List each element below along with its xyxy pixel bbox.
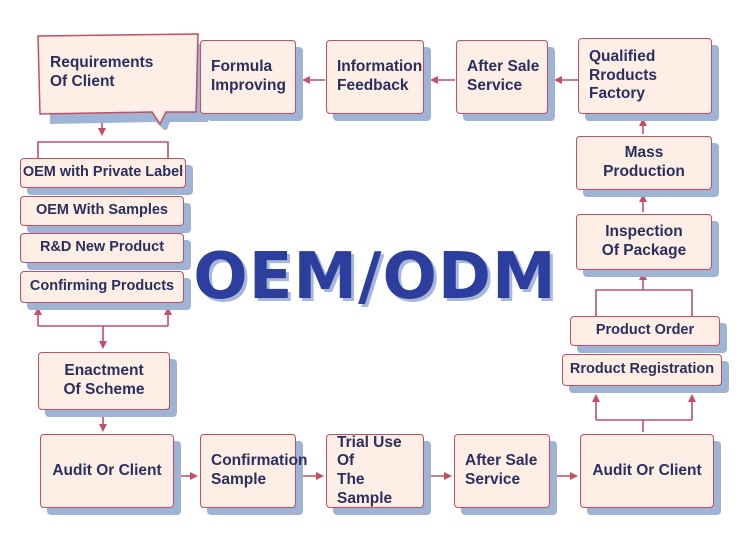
after-sale-service-top: After Sale Service (456, 40, 548, 114)
information-feedback: Information Feedback (326, 40, 424, 114)
audit-or-client-right: Audit Or Client (580, 434, 714, 508)
oem-odm-title: OEM/ODM (193, 240, 557, 314)
rnd-new-product: R&D New Product (20, 233, 184, 263)
formula-improving: Formula Improving (200, 40, 296, 114)
confirming-products: Confirming Products (20, 271, 184, 303)
left-bracket-top (37, 141, 169, 158)
requirements-bubble-shape (37, 33, 210, 130)
trial-use-of-sample: Trial Use Of The Sample (326, 434, 424, 508)
inspection-of-package: Inspection Of Package (576, 214, 712, 270)
requirements-of-client: Requirements Of Client (50, 54, 154, 90)
oem-with-samples: OEM With Samples (20, 196, 184, 226)
confirmation-sample: Confirmation Sample (200, 434, 307, 508)
after-sale-service-bottom: After Sale Service (454, 434, 550, 508)
qualified-products-factory: Qualified Rroducts Factory (578, 38, 712, 114)
mass-production: Mass Production (576, 136, 712, 190)
product-order: Product Order (570, 316, 720, 346)
audit-or-client-left: Audit Or Client (40, 434, 174, 508)
enactment-of-scheme: Enactment Of Scheme (38, 352, 170, 410)
product-registration: Rroduct Registration (562, 354, 722, 386)
oem-private-label: OEM with Private Label (20, 158, 186, 188)
right-bracket-upper (595, 289, 693, 316)
